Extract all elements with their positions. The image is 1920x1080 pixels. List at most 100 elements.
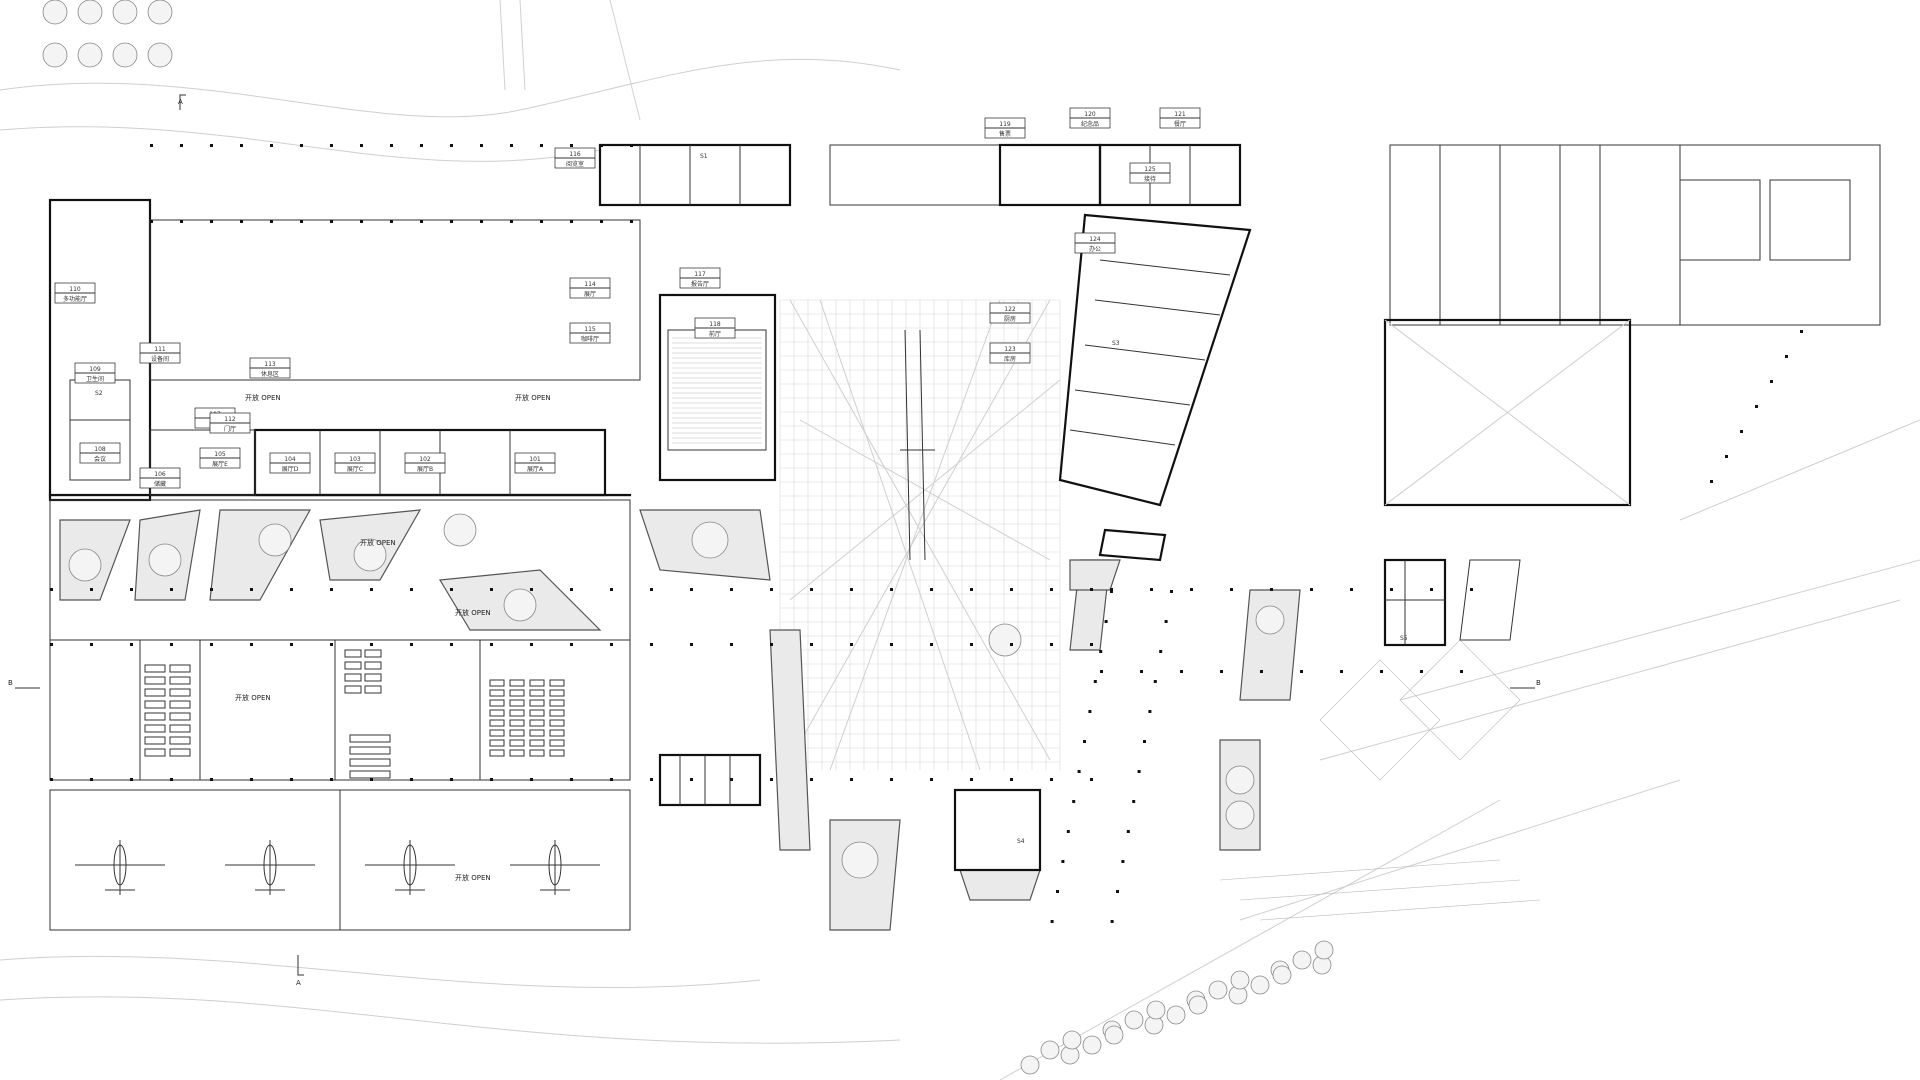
- stair-label: S3: [1112, 340, 1120, 347]
- room-tag-code: 116: [569, 151, 581, 158]
- room-tag-code: 104: [284, 456, 296, 463]
- east-angled-wing: [1058, 213, 1252, 562]
- room-tag-code: 106: [154, 471, 166, 478]
- room-tag: 115 咖啡厅: [569, 322, 611, 344]
- room-tag-name: 展厅: [584, 291, 596, 298]
- room-tag-name: 展厅D: [282, 466, 299, 473]
- room-tag: 103 展厅C: [334, 452, 376, 474]
- room-tag: 123 库房: [989, 342, 1031, 364]
- room-tag-name: 展厅A: [527, 466, 544, 473]
- room-tag-name: 咖啡厅: [581, 335, 599, 343]
- room-tag-code: 113: [264, 361, 276, 368]
- room-tag: 120 纪念品: [1069, 107, 1111, 129]
- open-label: 开放 OPEN: [455, 608, 491, 617]
- open-label: 开放 OPEN: [245, 393, 281, 402]
- room-tag: 111 设备间: [139, 342, 181, 364]
- room-tag-code: 123: [1004, 346, 1016, 353]
- room-tag-code: 118: [709, 321, 721, 328]
- room-tag-code: 115: [584, 326, 596, 333]
- room-tag: 118 前厅: [694, 317, 736, 339]
- stair-label: S1: [700, 153, 708, 160]
- room-tag-code: 117: [694, 271, 706, 278]
- room-tag-name: 售票: [999, 130, 1011, 138]
- room-tag-name: 厨房: [1004, 315, 1016, 323]
- room-tags: 101展厅A102展厅B103展厅C104展厅D105展厅E106储藏107办公…: [54, 107, 1201, 489]
- open-label: 开放 OPEN: [360, 538, 396, 547]
- stair-tags: S1 S2 S3 S4 S5: [95, 153, 1408, 845]
- room-tag: 121 餐厅: [1159, 107, 1201, 129]
- room-tag: 125 接待: [1129, 162, 1171, 184]
- room-tag-code: 111: [154, 346, 166, 353]
- room-tag-code: 121: [1174, 111, 1186, 118]
- room-tag: 110 多功能厅: [54, 282, 96, 304]
- room-tag-name: 办公: [1089, 245, 1101, 253]
- central-plaza: [639, 509, 1121, 931]
- room-tag-name: 餐厅: [1174, 120, 1186, 128]
- room-tag-name: 展厅E: [212, 461, 228, 468]
- room-tag-code: 120: [1084, 111, 1096, 118]
- room-tag: 109 卫生间: [74, 362, 116, 384]
- section-marker: B: [8, 679, 13, 687]
- room-tag: 122 厨房: [989, 302, 1031, 324]
- room-tag-name: 卫生间: [86, 375, 104, 383]
- open-label: 开放 OPEN: [515, 393, 551, 402]
- room-tag: 124 办公: [1074, 232, 1116, 254]
- room-tag: 104 展厅D: [269, 452, 311, 474]
- room-tag: 117 报告厅: [679, 267, 721, 289]
- open-label: 开放 OPEN: [455, 873, 491, 882]
- room-tag-code: 122: [1004, 306, 1016, 313]
- room-tag-code: 114: [584, 281, 596, 288]
- room-tag: 102 展厅B: [404, 452, 446, 474]
- room-tag-name: 休息区: [261, 370, 279, 378]
- room-tag: 112 门厅: [209, 412, 251, 434]
- room-tag: 106 储藏: [139, 467, 181, 489]
- section-marker: A: [296, 979, 301, 987]
- room-tag-code: 105: [214, 451, 226, 458]
- room-tag-name: 展厅C: [347, 466, 363, 473]
- room-tag-name: 展厅B: [417, 466, 433, 473]
- room-tag-code: 102: [419, 456, 431, 463]
- room-tag-code: 101: [529, 456, 541, 463]
- south-west-block: [49, 499, 631, 931]
- room-tag-name: 会议: [94, 455, 106, 463]
- east-building: [1219, 144, 1881, 851]
- plaza-grid: [779, 299, 1061, 771]
- stair-label: S5: [1400, 635, 1408, 642]
- room-tag-name: 报告厅: [691, 280, 709, 288]
- room-tag-code: 119: [999, 121, 1011, 128]
- room-tag-name: 阅览室: [566, 160, 584, 168]
- room-tag-name: 接待: [1144, 175, 1156, 183]
- room-tag-code: 125: [1144, 166, 1156, 173]
- open-labels: 开放 OPEN 开放 OPEN 开放 OPEN 开放 OPEN 开放 OPEN …: [235, 393, 551, 882]
- room-tag: 114 展厅: [569, 277, 611, 299]
- section-markers: A A B B: [8, 94, 1541, 987]
- room-tag: 119 售票: [984, 117, 1026, 139]
- room-tag-code: 124: [1089, 236, 1101, 243]
- section-marker: B: [1536, 679, 1541, 687]
- stair-label: S2: [95, 390, 103, 397]
- room-tag-name: 纪念品: [1081, 120, 1099, 128]
- room-tag-code: 110: [69, 286, 81, 293]
- room-tag: 113 休息区: [249, 357, 291, 379]
- section-marker: A: [178, 98, 183, 106]
- room-tag-code: 108: [94, 446, 106, 453]
- room-tag-name: 多功能厅: [63, 295, 87, 303]
- room-tag: 116 阅览室: [554, 147, 596, 169]
- room-tag-code: 109: [89, 366, 101, 373]
- room-tag: 108 会议: [79, 442, 121, 464]
- open-label: 开放 OPEN: [235, 693, 271, 702]
- room-tag-name: 库房: [1004, 355, 1016, 363]
- room-tag-name: 储藏: [154, 480, 166, 488]
- column-grid: [50, 144, 1803, 923]
- room-tag: 105 展厅E: [199, 447, 241, 469]
- room-tag-code: 112: [224, 416, 236, 423]
- room-tag-name: 设备间: [151, 355, 169, 363]
- room-tag: 101 展厅A: [514, 452, 556, 474]
- room-tag-name: 前厅: [709, 330, 721, 338]
- room-tag-name: 门厅: [224, 425, 236, 433]
- west-building: [48, 143, 1242, 502]
- room-tag-code: 103: [349, 456, 361, 463]
- stair-label: S4: [1017, 838, 1025, 845]
